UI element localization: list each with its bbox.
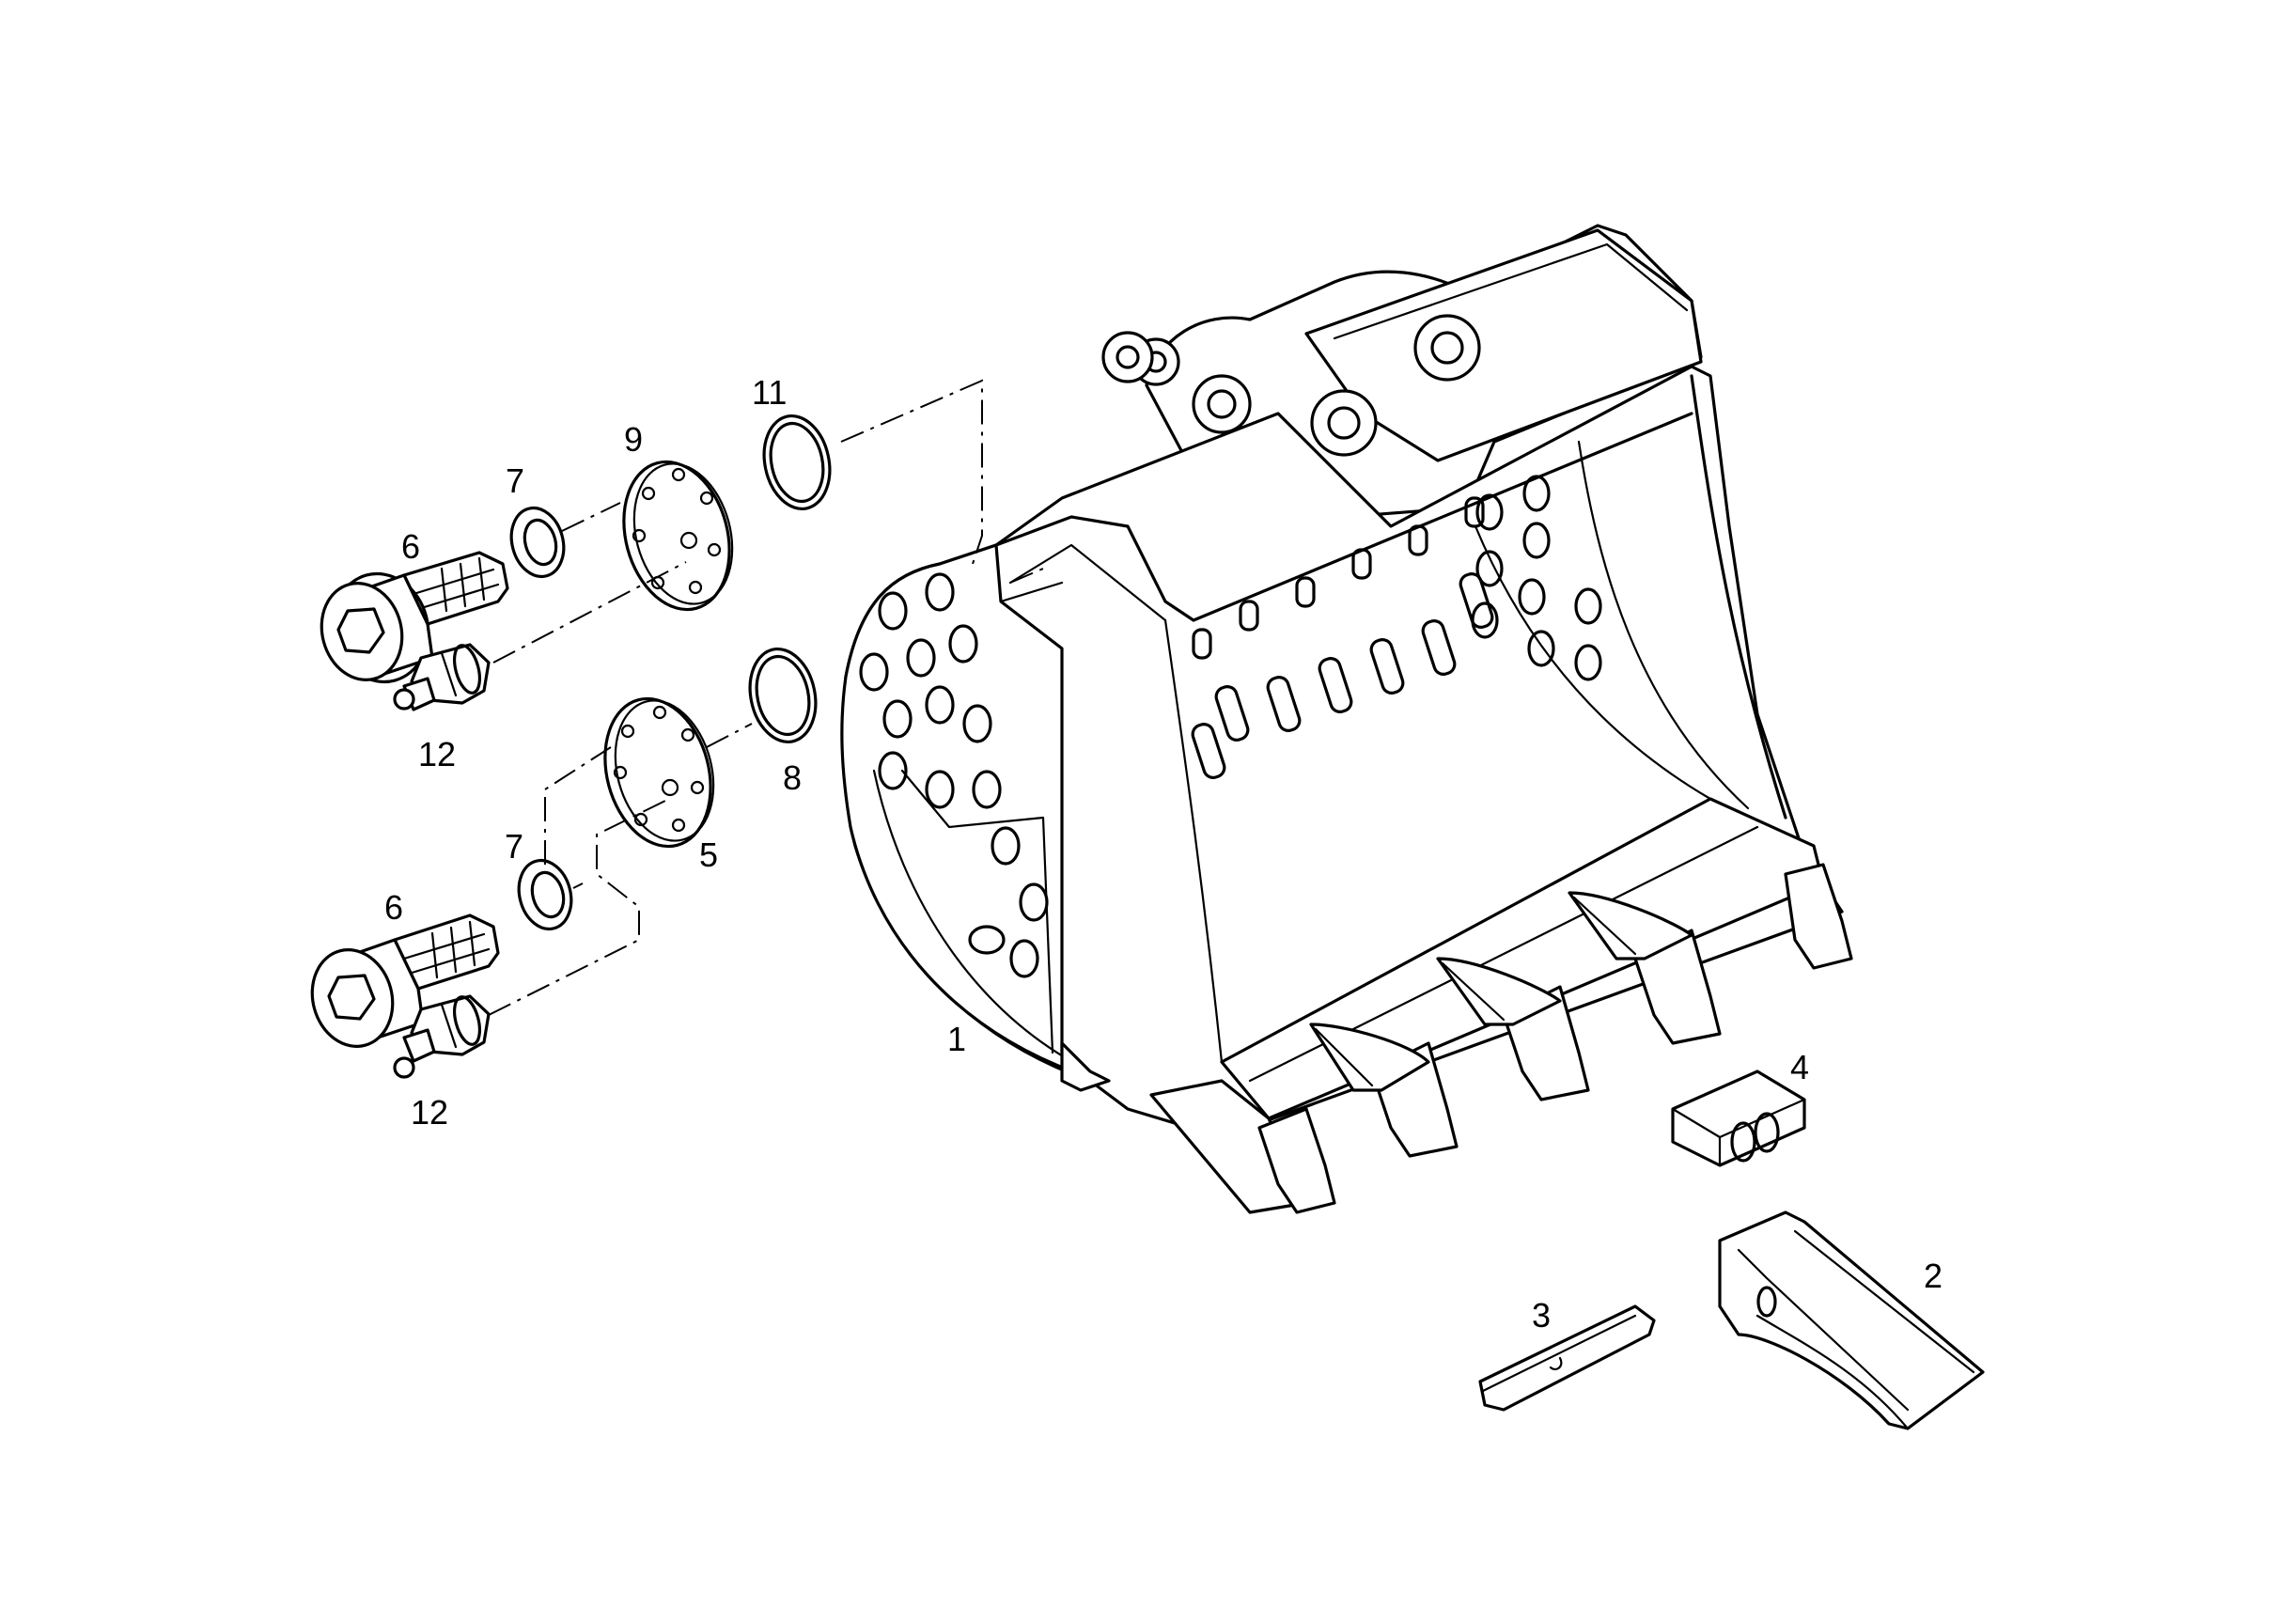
callout-1: 1 xyxy=(947,1020,966,1058)
callout-5: 5 xyxy=(699,835,718,874)
callout-12-upper: 12 xyxy=(418,735,456,773)
callout-7-lower: 7 xyxy=(505,827,523,866)
part-2-tooth xyxy=(1718,1210,1985,1430)
part-12-grease-nipple-upper xyxy=(393,643,491,711)
bucket-teeth xyxy=(1309,891,1693,1092)
callout-7-upper: 7 xyxy=(506,461,524,500)
callout-9: 9 xyxy=(624,420,643,459)
left-plate-holes xyxy=(859,572,1049,978)
callout-11: 11 xyxy=(752,373,787,412)
part-11-oring xyxy=(762,414,832,511)
part-4-lock xyxy=(1671,1070,1806,1167)
callout-3: 3 xyxy=(1532,1296,1551,1335)
callout-8: 8 xyxy=(783,758,802,797)
assembly-leaders xyxy=(488,379,1044,1016)
part-3-pin xyxy=(1478,1304,1656,1412)
part-6-bolt-upper xyxy=(320,551,509,684)
callout-2: 2 xyxy=(1924,1257,1943,1295)
part-8-oring xyxy=(748,647,818,744)
part-5-cover-plate xyxy=(603,696,715,849)
callout-6-upper: 6 xyxy=(401,527,420,566)
part-9-cover-plate xyxy=(622,460,734,612)
right-wall-holes xyxy=(1471,475,1602,681)
part-6-bolt-lower xyxy=(310,914,500,1048)
callout-4: 4 xyxy=(1790,1048,1809,1086)
bucket-assembly xyxy=(840,224,1853,1214)
back-wall-slots xyxy=(1191,496,1494,779)
part-7-washer-lower xyxy=(517,858,573,931)
part-7-washer-upper xyxy=(509,506,566,579)
part-12-grease-nipple-lower xyxy=(393,994,491,1079)
callout-labels: 1 2 3 4 5 6 6 7 7 8 9 11 12 12 xyxy=(384,373,1943,1335)
callout-6-lower: 6 xyxy=(384,888,403,927)
callout-12-lower: 12 xyxy=(411,1093,448,1132)
